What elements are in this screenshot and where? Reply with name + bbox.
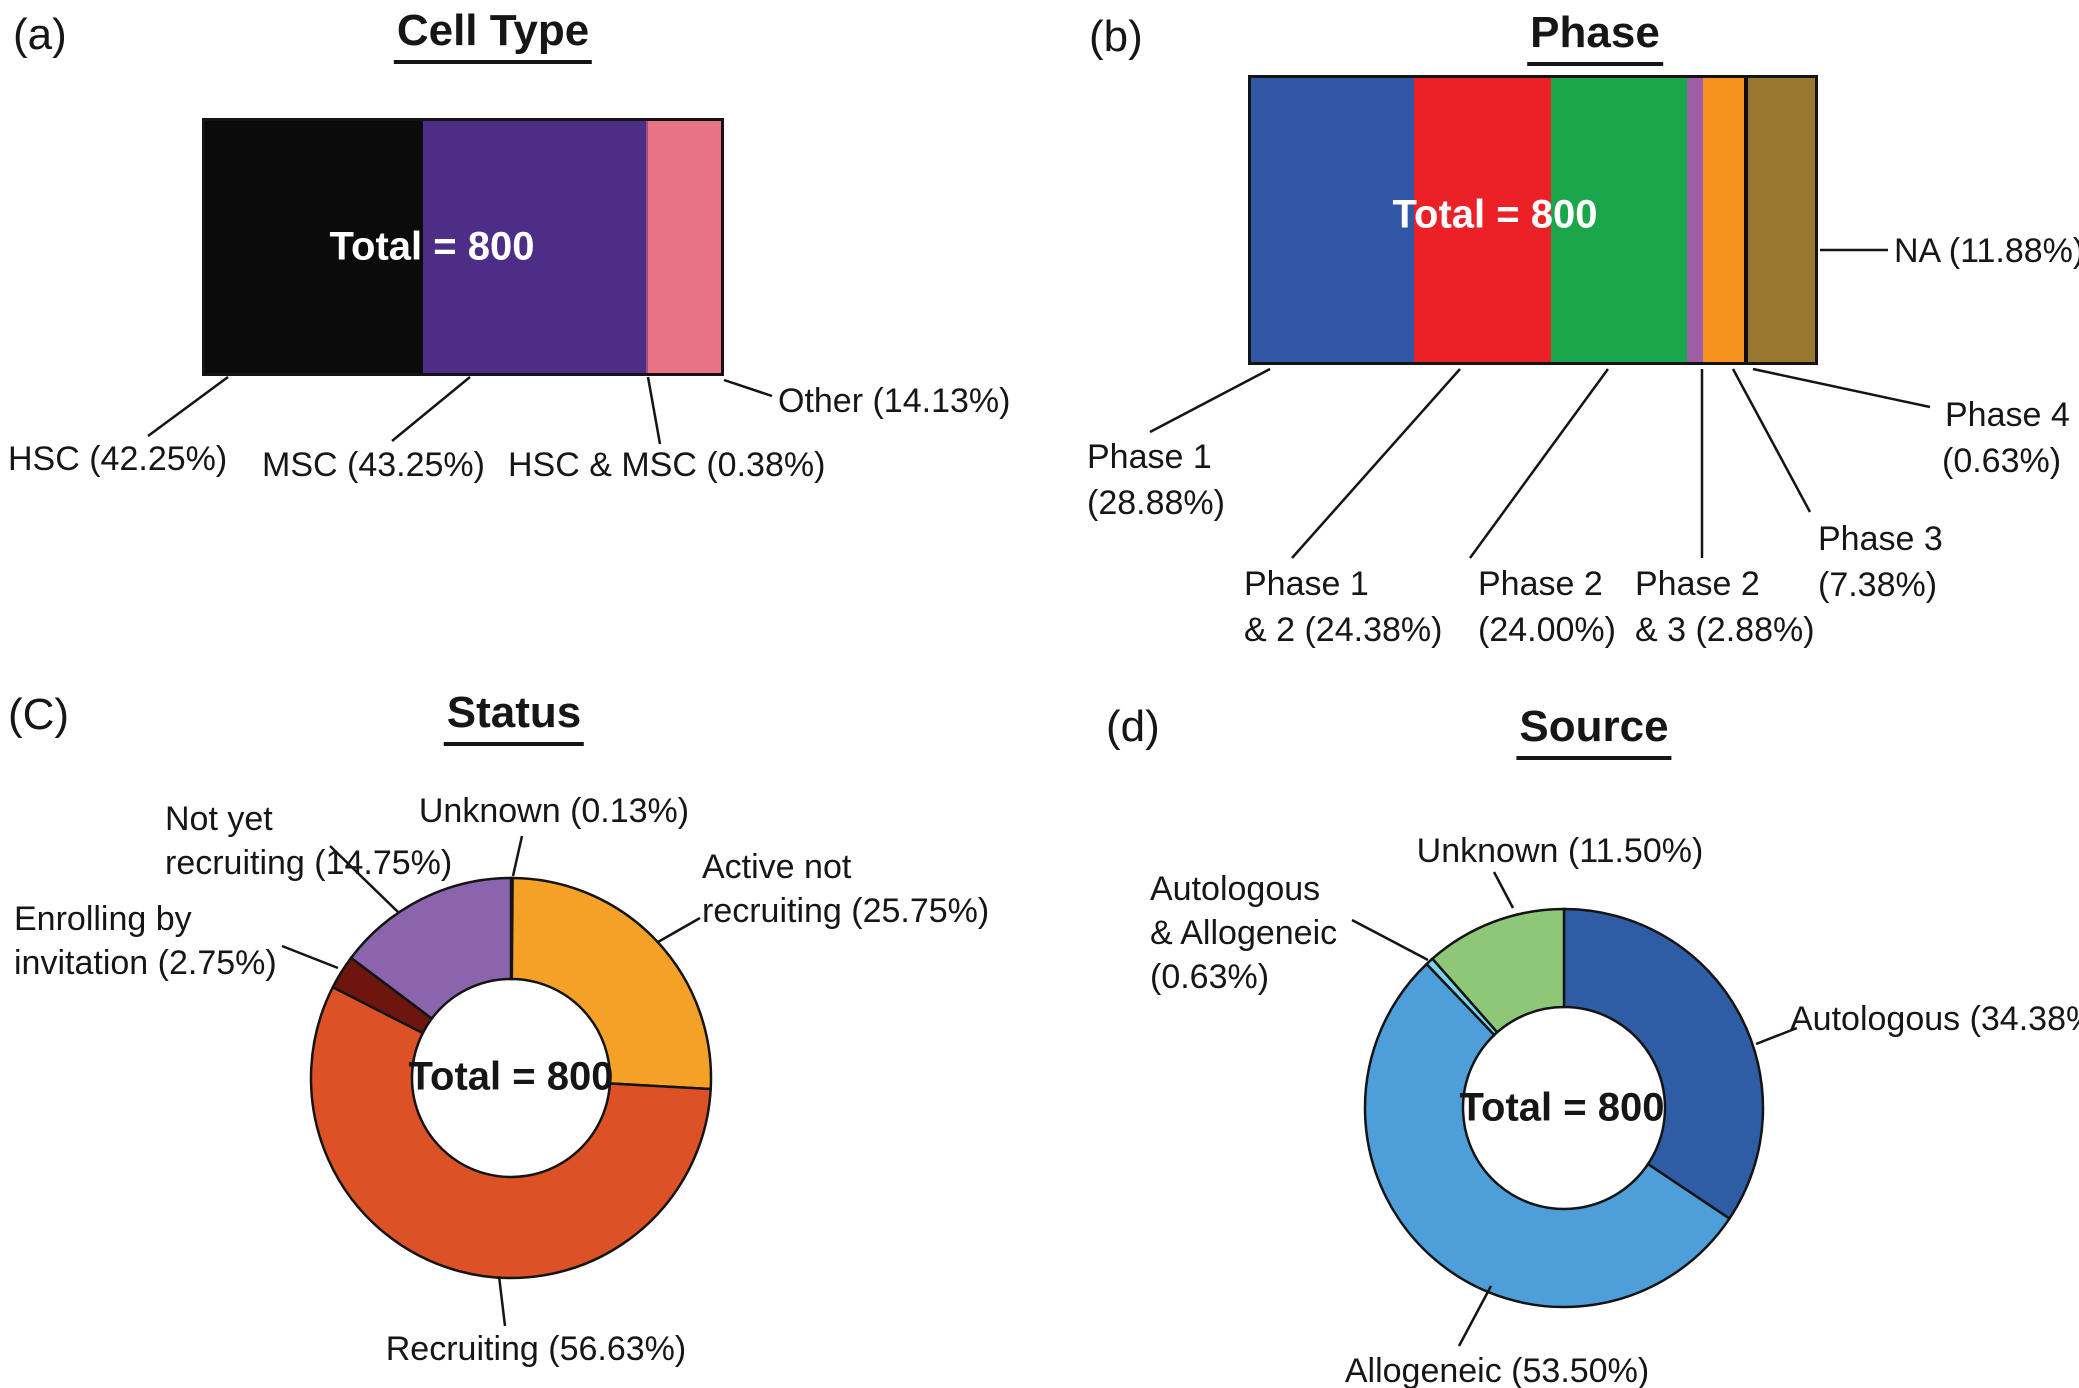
leader-line	[657, 916, 701, 944]
label-phase-3-line-1: (7.38%)	[1818, 566, 1938, 604]
label-unknown-line-0: Unknown (11.50%)	[1416, 832, 1704, 870]
bar-segment-phase-2	[1551, 78, 1687, 362]
leader-line	[1468, 368, 1610, 559]
label-recruiting-line-0: Recruiting (56.63%)	[385, 1330, 687, 1368]
label-hsc-msc-line-0: HSC & MSC (0.38%)	[508, 446, 826, 484]
label-not-yet-recruiting-line-0: Not yet	[165, 800, 273, 838]
leader-line	[1149, 367, 1271, 434]
label-phase-1-2-line-0: Phase 1	[1244, 565, 1369, 603]
label-hsc-line-0: HSC (42.25%)	[8, 440, 228, 478]
label-phase-3-line-0: Phase 3	[1818, 520, 1943, 558]
leader-line	[1291, 368, 1461, 559]
title-status: Status	[443, 688, 585, 746]
donut-slice-not-yet-recruiting	[349, 876, 513, 1021]
leader-line	[497, 1275, 507, 1327]
label-enrolling-by-invitation-line-1: invitation (2.75%)	[14, 944, 277, 982]
label-other-line-0: Other (14.13%)	[778, 382, 1011, 420]
leader-line	[1752, 367, 1931, 409]
label-phase-1-line-1: (28.88%)	[1087, 484, 1225, 522]
donut-slice-unknown	[1430, 907, 1566, 1034]
panel-letter-c: (C)	[8, 690, 70, 739]
leader-line	[1492, 871, 1515, 909]
bar-segment-hsc	[205, 121, 423, 373]
label-phase-2-line-0: Phase 2	[1478, 565, 1603, 603]
title-source: Source	[1516, 702, 1672, 760]
label-phase-2-3-line-1: & 3 (2.88%)	[1635, 611, 1815, 649]
label-autologous-allogeneic-line-0: Autologous	[1150, 870, 1321, 908]
title-cell-type: Cell Type	[393, 6, 593, 64]
leader-line	[1755, 1026, 1798, 1046]
label-unknown-line-0: Unknown (0.13%)	[418, 792, 690, 830]
label-autologous-line-0: Autologous (34.38%)	[1790, 1000, 2079, 1038]
label-active-not-recruiting-line-0: Active not	[702, 848, 852, 886]
bar-segment-hsc-msc	[646, 121, 649, 373]
total-annotation-source: Total = 800	[1459, 1085, 1665, 1130]
leader-line	[1457, 1285, 1493, 1347]
label-msc-line-0: MSC (43.25%)	[262, 446, 485, 484]
total-annotation-cell-type: Total = 800	[329, 224, 535, 269]
bar-segment-phase-3	[1702, 78, 1745, 362]
label-autologous-allogeneic-line-1: & Allogeneic	[1150, 914, 1338, 952]
leader-line	[281, 944, 339, 970]
label-allogeneic-line-0: Allogeneic (53.50%)	[1344, 1352, 1650, 1388]
label-enrolling-by-invitation-line-0: Enrolling by	[14, 900, 192, 938]
panel-letter-a: (a)	[13, 10, 67, 59]
leader-line	[511, 835, 524, 877]
label-phase-1-2-line-1: & 2 (24.38%)	[1244, 611, 1443, 649]
donut-slice-active-not-recruiting	[510, 876, 713, 1091]
total-annotation-phase: Total = 800	[1392, 192, 1598, 237]
label-phase-2-3-line-0: Phase 2	[1635, 565, 1760, 603]
label-active-not-recruiting-line-1: recruiting (25.75%)	[702, 892, 990, 930]
cell-type-stacked-bar	[202, 118, 724, 376]
leader-line	[1731, 368, 1812, 513]
panel-letter-b: (b)	[1089, 12, 1143, 61]
total-annotation-status: Total = 800	[408, 1054, 614, 1099]
title-phase: Phase	[1527, 8, 1663, 66]
label-phase-1-line-0: Phase 1	[1087, 438, 1212, 476]
phase-stacked-bar	[1248, 75, 1818, 365]
leader-line	[391, 376, 471, 442]
bar-segment-phase-4	[1744, 78, 1748, 362]
donut-slice-recruiting	[309, 985, 713, 1280]
leader-line	[723, 378, 773, 398]
bar-segment-phase-2-3	[1686, 78, 1703, 362]
bar-segment-phase-1	[1251, 78, 1414, 362]
donut-slice-allogeneic	[1363, 962, 1732, 1309]
bar-segment-na	[1747, 78, 1815, 362]
leader-line	[147, 375, 229, 438]
bar-segment-phase-1-2	[1413, 78, 1552, 362]
bar-segment-msc	[422, 121, 647, 373]
label-not-yet-recruiting-line-1: recruiting (14.75%)	[165, 844, 453, 882]
label-phase-4-line-0: Phase 4	[1945, 396, 2070, 434]
label-phase-4-line-1: (0.63%)	[1942, 442, 2062, 480]
label-na-line-0: NA (11.88%)	[1894, 232, 2079, 270]
donut-slice-autologous	[1562, 907, 1765, 1221]
leader-line	[1351, 918, 1429, 962]
leader-line	[329, 845, 399, 913]
label-autologous-allogeneic-line-2: (0.63%)	[1150, 958, 1270, 996]
panel-letter-d: (d)	[1106, 702, 1160, 751]
label-phase-2-line-1: (24.00%)	[1478, 611, 1616, 649]
bar-segment-other	[648, 121, 721, 373]
leader-line	[646, 376, 662, 445]
